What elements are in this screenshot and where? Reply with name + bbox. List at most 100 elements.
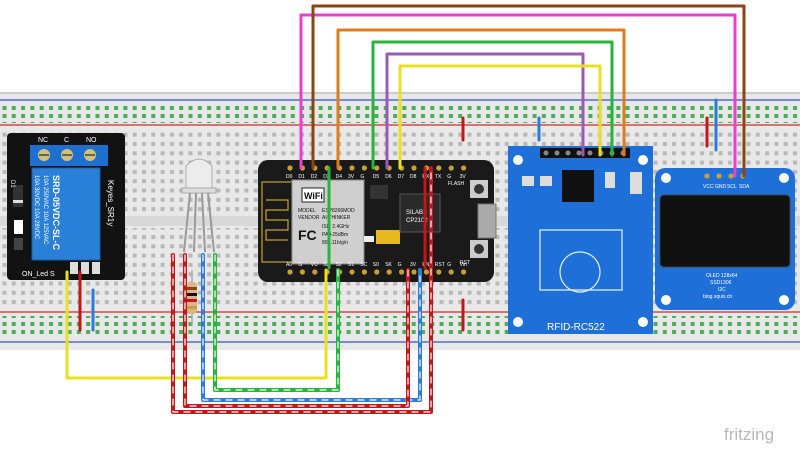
relay-pin-c: C bbox=[64, 137, 69, 144]
mcu-bottom-pin bbox=[349, 269, 355, 275]
relay-pin-nc: NC bbox=[38, 137, 48, 144]
mcu-bottom-pin bbox=[448, 269, 454, 275]
mcu-top-label: D7 bbox=[398, 174, 405, 180]
wire-brown bbox=[311, 4, 746, 178]
mcu-top-label: D2 bbox=[311, 174, 318, 180]
mcu-bottom-label: RST bbox=[435, 262, 445, 268]
mcu-bottom-label: S1 bbox=[348, 262, 354, 268]
oled-label: GND bbox=[715, 184, 727, 190]
flash-button-label: FLASH bbox=[448, 181, 465, 187]
mcu-bottom-pin bbox=[312, 269, 318, 275]
wire-purple bbox=[385, 52, 585, 170]
module-id: ESP8266MOD bbox=[322, 208, 355, 214]
mcu-bottom-pin bbox=[411, 269, 417, 275]
module-vendor: AI-THINKER bbox=[322, 215, 351, 221]
mcu-bottom-pin bbox=[461, 269, 467, 275]
fc-mark: FC bbox=[298, 227, 317, 243]
oled-label: SCL bbox=[727, 184, 737, 190]
mcu-top-pin bbox=[287, 165, 293, 171]
module-80211: 802.11b/g/n bbox=[322, 240, 348, 246]
mcu-top-label: D6 bbox=[385, 174, 392, 180]
mcu-bottom-pin bbox=[436, 269, 442, 275]
fritzing-logo: fritzing bbox=[724, 425, 774, 444]
mcu-top-label: 3V bbox=[460, 174, 467, 180]
mcu-top-label: D3 bbox=[323, 174, 330, 180]
mcu-top-label: G bbox=[447, 174, 451, 180]
mcu-top-label: D8 bbox=[410, 174, 417, 180]
mcu-top-pin bbox=[374, 165, 380, 171]
usb-chip-model: CP2102 bbox=[406, 218, 428, 224]
mcu-top-pin bbox=[436, 165, 442, 171]
oled-text-2: SSD1306 bbox=[710, 280, 732, 286]
resistor bbox=[187, 270, 197, 325]
mcu-bottom-label: S3 bbox=[323, 262, 329, 268]
mcu-bottom-label: S2 bbox=[336, 262, 342, 268]
relay-status-label: ON_Led S bbox=[22, 271, 55, 278]
oled-text-4: blog.squix.ch bbox=[703, 294, 732, 300]
oled-pin bbox=[728, 173, 734, 179]
mcu-top-pin bbox=[361, 165, 367, 171]
relay-d1-label: D1 bbox=[9, 180, 15, 188]
wires bbox=[65, 4, 746, 414]
mcu-bottom-label: S0 bbox=[373, 262, 379, 268]
wire-yellow-top bbox=[398, 64, 602, 170]
wifi-logo: WiFi bbox=[304, 191, 323, 201]
mcu-bottom-pin bbox=[361, 269, 367, 275]
module-pa: PA +25dBm bbox=[322, 232, 348, 238]
mcu-bottom-label: A0 bbox=[286, 262, 292, 268]
mcu-bottom-pin bbox=[399, 269, 405, 275]
rfid-module: RFID-RC522 bbox=[508, 146, 653, 334]
relay-spec-1: 10A 250VAC 10A 125VAC bbox=[42, 175, 48, 245]
rgb-led bbox=[181, 158, 217, 253]
mcu-top-label: TX bbox=[435, 174, 442, 180]
mcu-top-pin bbox=[448, 165, 454, 171]
mcu-bottom-label: 3V bbox=[410, 262, 417, 268]
rst-button-label: RST bbox=[460, 260, 470, 266]
mcu-bottom-label: G bbox=[398, 262, 402, 268]
mcu-bottom-label: SC bbox=[360, 262, 367, 268]
module-vendor-label: VENDOR bbox=[298, 215, 320, 221]
mcu-top-label: D5 bbox=[373, 174, 380, 180]
wire-yellow-bottom bbox=[65, 268, 328, 380]
mcu-top-label: D0 bbox=[286, 174, 293, 180]
relay-pin-no: NO bbox=[86, 137, 97, 144]
wire-pink bbox=[299, 13, 737, 178]
wire-green bbox=[371, 40, 614, 170]
oled-text-3: I2C bbox=[718, 287, 726, 293]
mcu-top-pin bbox=[461, 165, 467, 171]
nodemcu-board: WiFi MODEL VENDOR ESP8266MOD AI-THINKER … bbox=[258, 160, 497, 282]
mcu-top-pin bbox=[349, 165, 355, 171]
oled-pin bbox=[704, 173, 710, 179]
mcu-bottom-pin bbox=[386, 269, 392, 275]
mcu-bottom-label: G bbox=[447, 262, 451, 268]
relay-brand: Keyes_SR1y bbox=[106, 180, 115, 226]
oled-pin bbox=[716, 173, 722, 179]
mcu-top-pin bbox=[411, 165, 417, 171]
mcu-top-label: D1 bbox=[298, 174, 305, 180]
mcu-top-label: G bbox=[360, 174, 364, 180]
mcu-bottom-pin bbox=[374, 269, 380, 275]
mcu-bottom-label: SK bbox=[385, 262, 392, 268]
mcu-bottom-label: G bbox=[298, 262, 302, 268]
oled-text-1: OLED 128x64 bbox=[706, 273, 738, 279]
mcu-top-label: D4 bbox=[336, 174, 343, 180]
module-model-label: MODEL bbox=[298, 208, 316, 214]
mcu-top-label: 3V bbox=[348, 174, 355, 180]
mcu-bottom-pin bbox=[287, 269, 293, 275]
module-ism: ISM 2.4GHz bbox=[322, 224, 350, 230]
mcu-bottom-pin bbox=[423, 269, 429, 275]
mcu-bottom-label: VU bbox=[311, 262, 318, 268]
oled-label: SDA bbox=[739, 184, 750, 190]
mcu-bottom-pin bbox=[299, 269, 305, 275]
mcu-bottom-label: Vin bbox=[460, 262, 467, 268]
relay-model: SRD-05VDC-SL-C bbox=[51, 175, 61, 251]
wire-orange bbox=[336, 28, 626, 170]
rfid-label: RFID-RC522 bbox=[547, 322, 605, 333]
relay-spec-2: 10A 30VDC 10A 28VDC bbox=[33, 175, 39, 240]
usb-chip-vendor: SILABS bbox=[406, 210, 427, 216]
relay-module: NC C NO 10A 250VAC 10A 125VAC 10A 30VDC … bbox=[7, 133, 125, 280]
rfid-header bbox=[540, 148, 630, 158]
